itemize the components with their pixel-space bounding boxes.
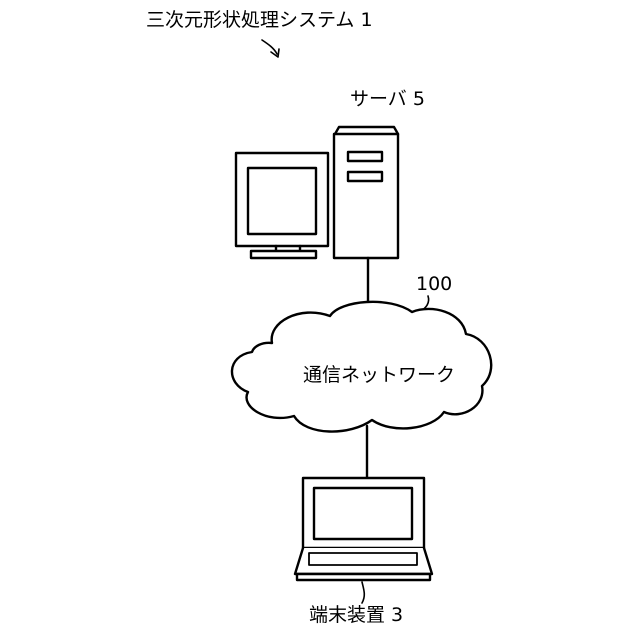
network-name-label: 通信ネットワーク (303, 364, 455, 386)
server-label: サーバ 5 (350, 88, 425, 110)
laptop-icon (295, 478, 432, 580)
network-number-label: 100 (416, 273, 452, 295)
terminal-label: 端末装置 3 (309, 604, 403, 626)
system-leader-arrow (262, 40, 279, 57)
terminal-label-leader (362, 582, 364, 603)
server-tower (334, 127, 398, 258)
server-monitor (236, 153, 328, 258)
system-title: 三次元形状処理システム 1 (146, 9, 373, 31)
server-icon (236, 127, 398, 258)
